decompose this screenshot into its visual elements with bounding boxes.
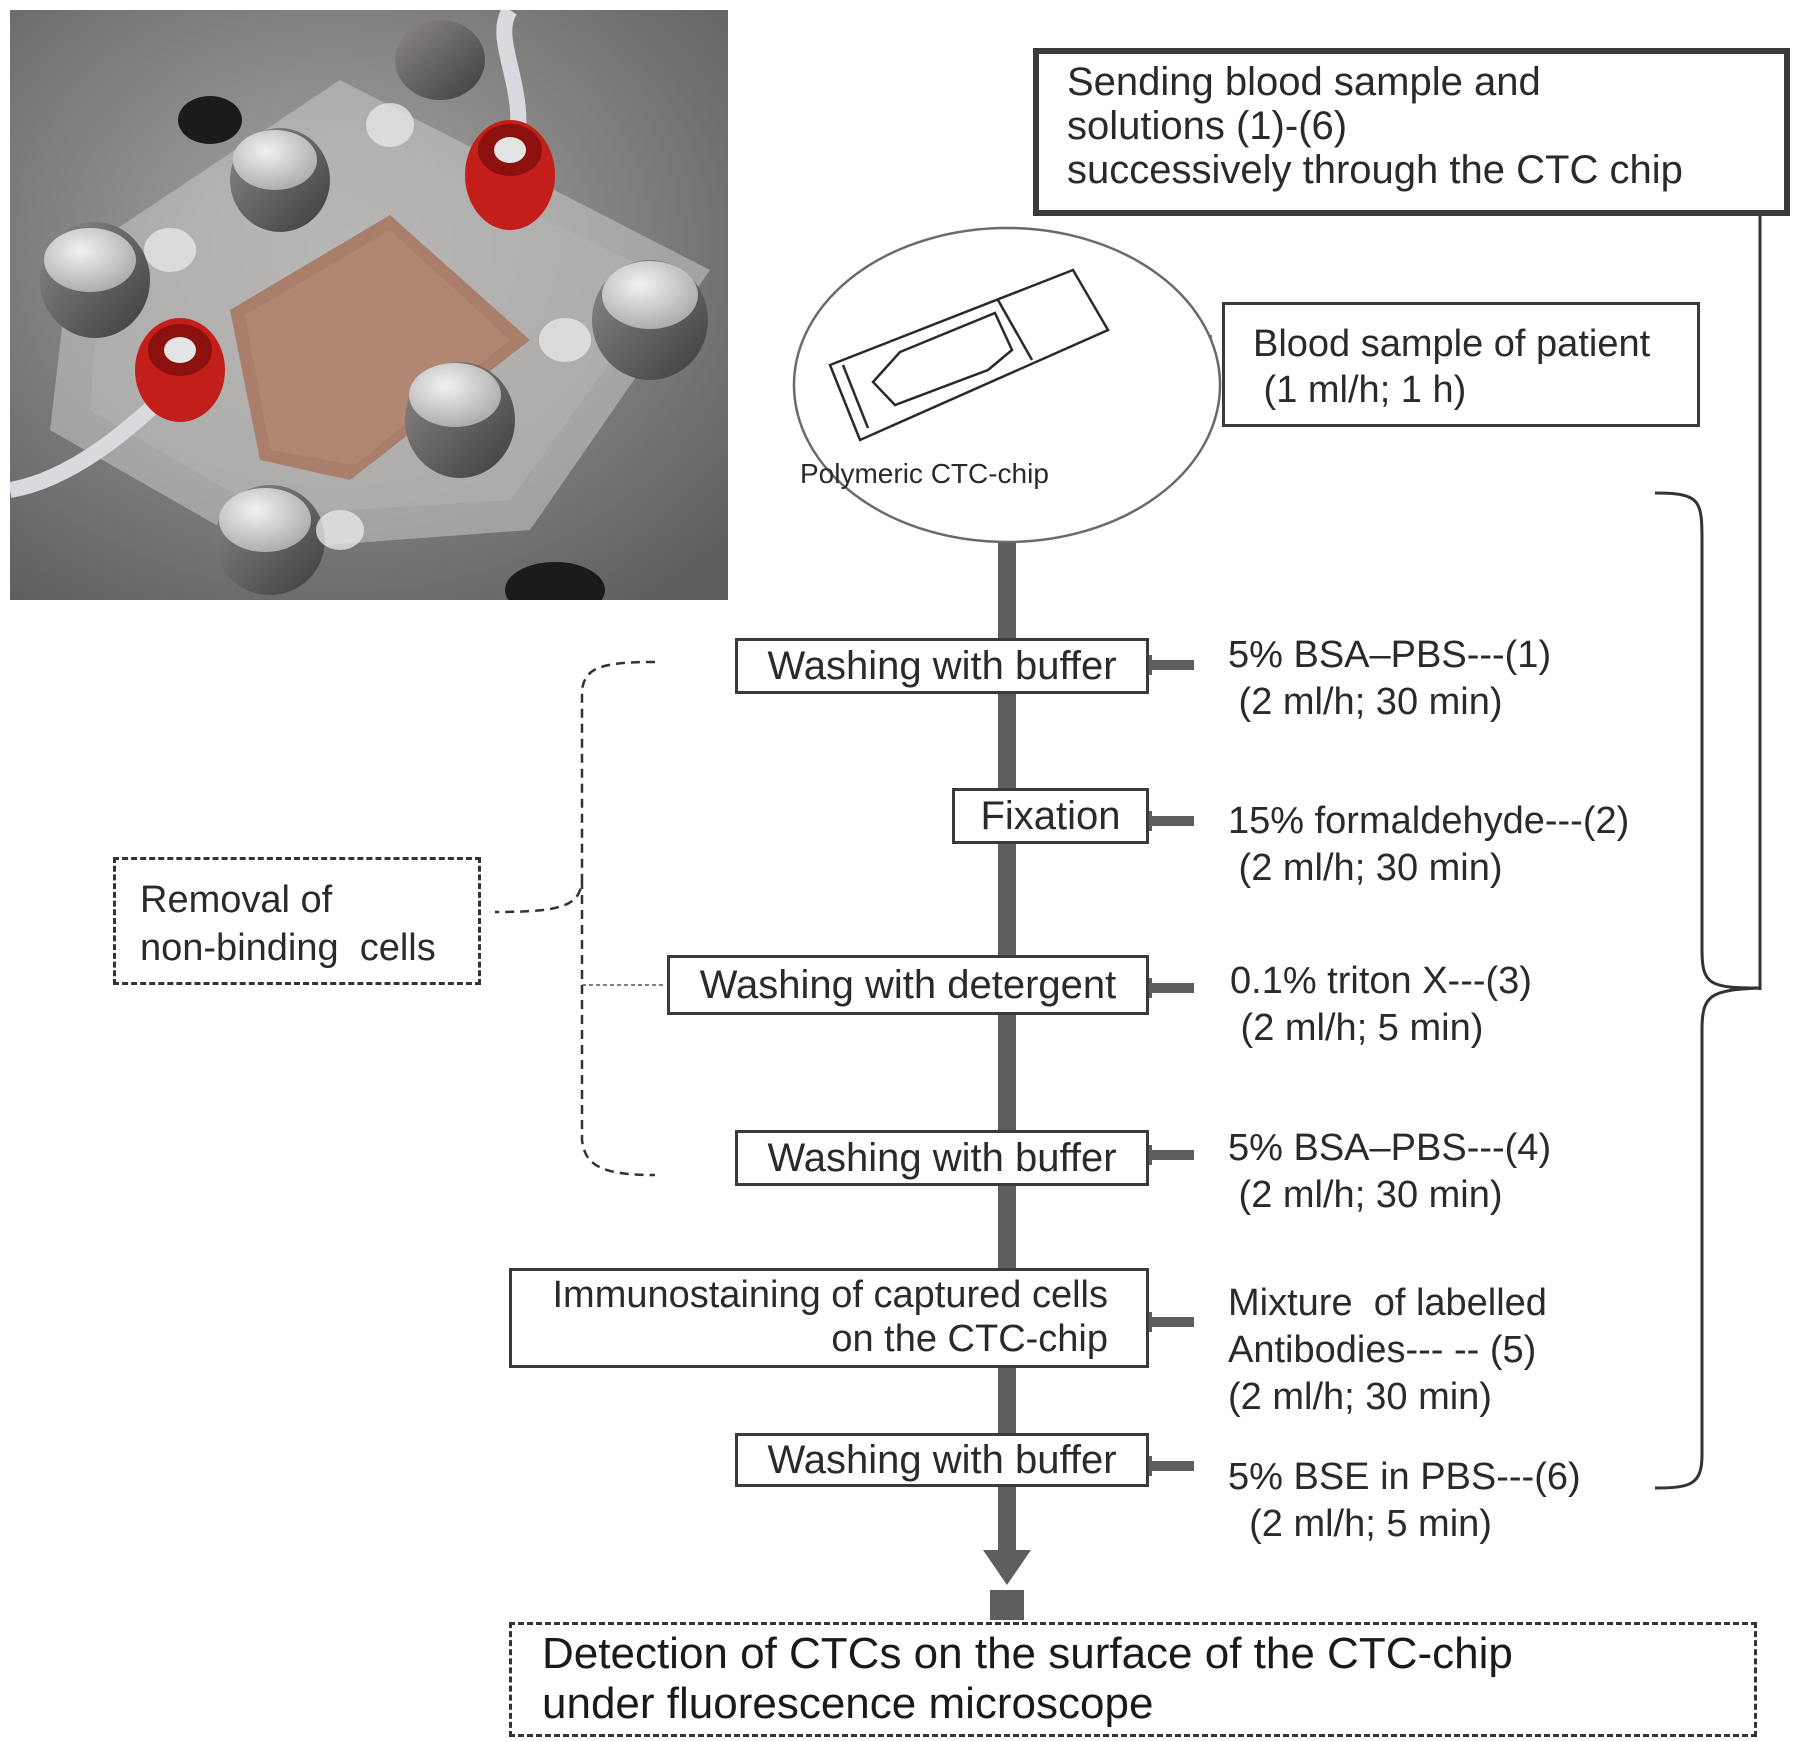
main-arrowhead <box>983 1550 1031 1585</box>
solution-arrows <box>1146 655 1194 1476</box>
solution-2: 15% formaldehyde---(2) (2 ml/h; 30 min) <box>1228 798 1629 892</box>
step-washing-buffer-1: Washing with buffer <box>735 638 1149 694</box>
header-line-1: Sending blood sample and <box>1067 60 1541 104</box>
solution-3-rate: (2 ml/h; 5 min) <box>1230 1007 1484 1049</box>
chip-label: Polymeric CTC-chip <box>800 458 1049 489</box>
chip-icon <box>828 268 1110 442</box>
detection-line-2: under fluorescence microscope <box>542 1679 1154 1728</box>
blood-sample-box: Blood sample of patient (1 ml/h; 1 h) <box>1222 302 1700 427</box>
step-label-line-1: Immunostaining of captured cells <box>552 1274 1108 1316</box>
solution-3-name: 0.1% triton X---(3) <box>1230 960 1532 1002</box>
removal-bracket <box>494 660 656 1177</box>
solution-4-name: 5% BSA–PBS---(4) <box>1228 1127 1552 1169</box>
solution-4-rate: (2 ml/h; 30 min) <box>1228 1174 1503 1216</box>
removal-box: Removal of non-binding cells <box>113 857 481 985</box>
solution-5-name: Mixture of labelled <box>1228 1282 1547 1324</box>
step-label: Washing with detergent <box>699 962 1117 1007</box>
detection-line-1: Detection of CTCs on the surface of the … <box>542 1629 1513 1678</box>
step-label: Washing with buffer <box>767 1437 1117 1482</box>
blood-line-1: Blood sample of patient <box>1253 323 1651 365</box>
solution-4: 5% BSA–PBS---(4) (2 ml/h; 30 min) <box>1228 1125 1551 1219</box>
step-label: Washing with buffer <box>767 1135 1117 1180</box>
ctc-chip-device-photo-icon <box>10 10 728 600</box>
solution-6-name: 5% BSE in PBS---(6) <box>1228 1456 1581 1498</box>
arrow-stub <box>990 1590 1024 1620</box>
chip-device-photo <box>10 10 728 600</box>
step-label: Washing with buffer <box>767 643 1117 688</box>
solution-6-rate: (2 ml/h; 5 min) <box>1228 1503 1492 1545</box>
solution-1-rate: (2 ml/h; 30 min) <box>1228 681 1503 723</box>
solutions-bracket <box>1654 491 1761 1490</box>
solution-2-rate: (2 ml/h; 30 min) <box>1228 847 1503 889</box>
step-fixation: Fixation <box>952 788 1149 844</box>
chip-ellipse <box>792 226 1222 544</box>
solution-3: 0.1% triton X---(3) (2 ml/h; 5 min) <box>1230 958 1532 1052</box>
step-washing-buffer-3: Washing with buffer <box>735 1433 1149 1487</box>
header-line-2: solutions (1)-(6) <box>1067 104 1348 148</box>
solution-1: 5% BSA–PBS---(1) (2 ml/h; 30 min) <box>1228 632 1551 726</box>
solution-2-name: 15% formaldehyde---(2) <box>1228 800 1630 842</box>
step-immunostaining: Immunostaining of captured cells on the … <box>509 1268 1149 1368</box>
step-washing-detergent: Washing with detergent <box>667 955 1149 1015</box>
solution-5: Mixture of labelled Antibodies--- -- (5)… <box>1228 1280 1547 1421</box>
solution-1-name: 5% BSA–PBS---(1) <box>1228 634 1552 676</box>
removal-line-2: non-binding cells <box>140 927 436 969</box>
blood-line-2: (1 ml/h; 1 h) <box>1253 369 1467 411</box>
solution-5-label: Antibodies--- -- (5) <box>1228 1329 1537 1371</box>
header-box: Sending blood sample and solutions (1)-(… <box>1033 48 1790 216</box>
step-label-line-2: on the CTC-chip <box>831 1318 1108 1360</box>
solution-5-rate: (2 ml/h; 30 min) <box>1228 1376 1492 1418</box>
detection-box: Detection of CTCs on the surface of the … <box>509 1622 1757 1737</box>
step-label: Fixation <box>980 793 1121 838</box>
removal-line-1: Removal of <box>140 879 333 921</box>
solution-6: 5% BSE in PBS---(6) (2 ml/h; 5 min) <box>1228 1454 1581 1548</box>
step-washing-buffer-2: Washing with buffer <box>735 1130 1149 1186</box>
header-line-3: successively through the CTC chip <box>1067 148 1683 192</box>
